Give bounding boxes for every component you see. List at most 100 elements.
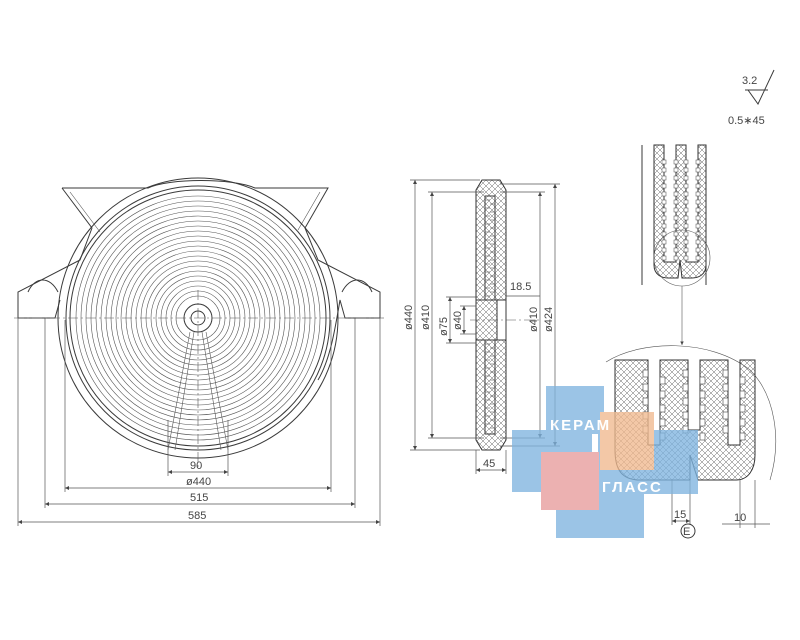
large-tooth [659, 404, 666, 413]
small-tooth [673, 223, 679, 229]
dim-440: ø440 [186, 476, 211, 488]
small-tooth [683, 183, 689, 189]
detail-small [641, 144, 711, 345]
small-tooth [661, 239, 667, 245]
small-tooth [683, 239, 689, 245]
small-tooth [695, 167, 701, 173]
small-tooth [673, 175, 679, 181]
logo-peach [600, 412, 654, 470]
dim-15: 15 [674, 509, 686, 521]
small-tooth [683, 175, 689, 181]
detail-marker: E [683, 526, 690, 538]
large-tooth [739, 404, 746, 413]
small-tooth [661, 183, 667, 189]
small-tooth [683, 167, 689, 173]
large-tooth [722, 425, 729, 434]
small-tooth [673, 207, 679, 213]
small-tooth [695, 255, 701, 261]
logo-blue-top [546, 386, 604, 434]
small-tooth [661, 159, 667, 165]
small-tooth [673, 231, 679, 237]
small-tooth [695, 199, 701, 205]
small-tooth [673, 183, 679, 189]
small-tooth [673, 159, 679, 165]
small-tooth [661, 223, 667, 229]
large-tooth [659, 376, 666, 385]
small-tooth [661, 247, 667, 253]
small-tooth [673, 255, 679, 261]
front-view: 90 ø440 515 585 [14, 177, 385, 526]
small-tooth [695, 207, 701, 213]
small-tooth [683, 255, 689, 261]
surface-finish-symbol: 3.2 0.5∗45 [728, 69, 775, 127]
dim-18-5: 18.5 [510, 281, 531, 293]
large-tooth [659, 390, 666, 399]
logo-line2: ГЛАСС [602, 479, 663, 496]
small-tooth [661, 207, 667, 213]
large-tooth [699, 404, 706, 413]
large-tooth [642, 383, 649, 392]
small-tooth [695, 191, 701, 197]
tire-section [475, 179, 507, 451]
small-tooth [673, 191, 679, 197]
small-tooth [683, 247, 689, 253]
small-tooth [683, 207, 689, 213]
large-tooth [722, 397, 729, 406]
small-tooth [695, 247, 701, 253]
large-tooth [739, 376, 746, 385]
small-tooth [673, 247, 679, 253]
dim-45: 45 [483, 458, 495, 470]
large-tooth [699, 418, 706, 427]
dim-515: 515 [190, 492, 208, 504]
dim-d410-left: ø410 [420, 305, 432, 330]
small-tooth [695, 223, 701, 229]
small-tooth [683, 215, 689, 221]
small-tooth [661, 167, 667, 173]
small-tooth [661, 191, 667, 197]
small-tooth [695, 159, 701, 165]
dim-d40: ø40 [452, 311, 464, 330]
large-tooth [642, 369, 649, 378]
small-tooth [673, 215, 679, 221]
small-tooth [683, 199, 689, 205]
large-tooth [739, 432, 746, 441]
small-tooth [661, 231, 667, 237]
large-tooth [739, 390, 746, 399]
small-tooth [695, 175, 701, 181]
section-view: ø440 ø410 ø75 ø40 18.5 ø410 ø424 45 [403, 179, 560, 474]
large-tooth [682, 383, 689, 392]
small-tooth [661, 175, 667, 181]
dim-d440: ø440 [403, 305, 415, 330]
roughness-value: 3.2 [742, 75, 757, 87]
tread-ribs [485, 199, 495, 429]
large-tooth [682, 411, 689, 420]
logo-pink [541, 452, 599, 510]
large-tooth [739, 418, 746, 427]
small-tooth [695, 183, 701, 189]
dim-90: 90 [190, 460, 202, 472]
large-tooth [682, 397, 689, 406]
small-tooth [683, 223, 689, 229]
small-tooth [661, 255, 667, 261]
watermark-logo: КЕРАМ ГЛАСС [512, 386, 698, 538]
small-tooth [695, 215, 701, 221]
large-tooth [682, 369, 689, 378]
dim-d75: ø75 [438, 317, 450, 336]
chamfer-note: 0.5∗45 [728, 115, 765, 127]
small-tooth [695, 239, 701, 245]
small-tooth [683, 231, 689, 237]
small-tooth [683, 191, 689, 197]
large-tooth [722, 411, 729, 420]
small-tooth [661, 199, 667, 205]
small-teeth [661, 159, 701, 261]
small-tooth [673, 167, 679, 173]
large-tooth [722, 383, 729, 392]
logo-line1: КЕРАМ [550, 417, 611, 434]
dim-10: 10 [734, 512, 746, 524]
large-tooth [699, 390, 706, 399]
small-tooth [673, 239, 679, 245]
large-tooth [722, 369, 729, 378]
dim-d424: ø424 [543, 307, 555, 332]
dim-585: 585 [188, 510, 206, 522]
